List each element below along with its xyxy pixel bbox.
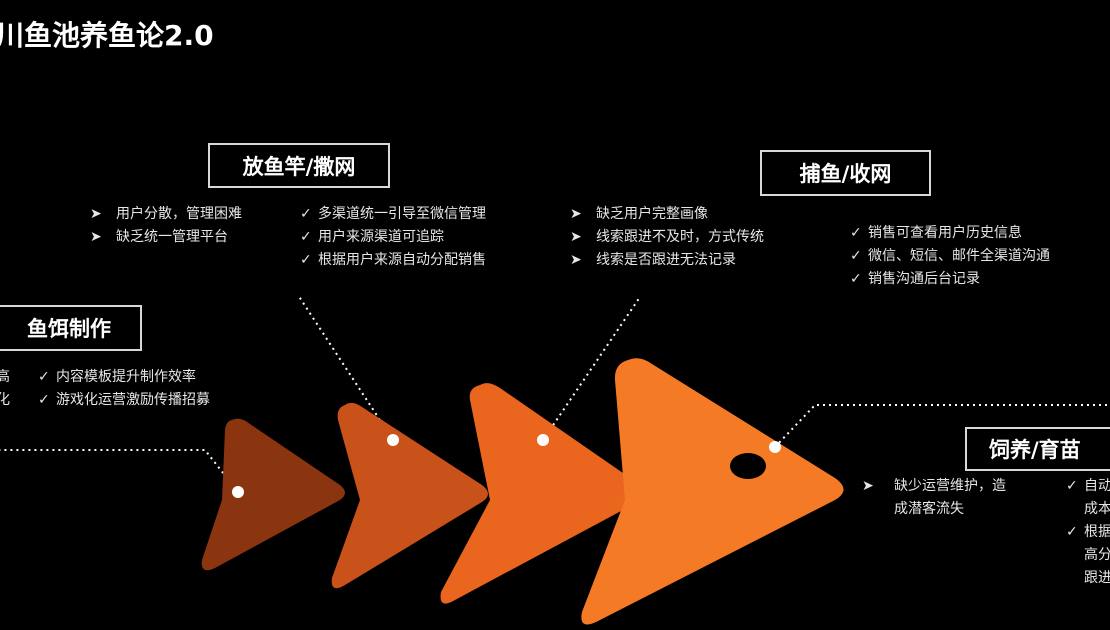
arrow-bullet-icon: ➤ [862,478,874,494]
arrow-bullet-icon: ➤ [570,229,582,245]
stage-label-cast: 放鱼竿/撒网 [208,143,390,188]
check-icon: ✓ [1066,478,1078,494]
solution-item: 根据用户来源自动分配销售 [318,252,486,268]
arrow-bullet-icon: ➤ [570,252,582,268]
solution-item: 根据 [1084,524,1110,540]
connector-1 [0,449,239,493]
check-icon: ✓ [850,271,862,287]
check-icon: ✓ [850,225,862,241]
stage-label-catch: 捕鱼/收网 [760,150,931,196]
check-icon: ✓ [38,392,50,408]
solution-item: 用户来源渠道可追踪 [318,229,444,245]
catch-problems: ➤ 缺乏用户完整画像 ➤ 线索跟进不及时，方式传统 ➤ 线索是否跟进无法记录 [570,203,764,272]
stage-label-bait: 鱼饵制作 [0,305,142,351]
dot-1 [232,486,244,498]
problem-item: 线索跟进不及时，方式传统 [596,229,764,245]
check-icon: ✓ [1066,524,1078,540]
check-icon: ✓ [300,229,312,245]
problem-item: 缺乏用户完整画像 [596,206,708,222]
chevron-stage-2 [331,402,488,589]
bait-problems: 高 化 [0,366,10,412]
fish-eye-icon [730,453,766,479]
problem-item: 化 [0,392,10,408]
stage-label-raise: 饲养/育苗 [965,427,1110,471]
solution-item: 销售沟通后台记录 [868,271,980,287]
chevron-stage-1 [201,418,345,571]
solution-item: 跟进 [1084,570,1110,586]
check-icon: ✓ [300,252,312,268]
dot-2 [387,434,399,446]
check-icon: ✓ [38,369,50,385]
problem-item: 高 [0,369,10,385]
arrow-bullet-icon: ➤ [90,206,102,222]
arrow-bullet-icon: ➤ [570,206,582,222]
problem-item: 线索是否跟进无法记录 [596,252,736,268]
cast-problems: ➤ 用户分散，管理困难 ➤ 缺乏统一管理平台 [90,203,242,249]
solution-item: 成本 [1084,501,1110,517]
connector-2 [297,294,394,441]
problem-item: 缺乏统一管理平台 [116,229,228,245]
solution-item: 高分 [1084,547,1110,563]
check-icon: ✓ [300,206,312,222]
check-icon: ✓ [850,248,862,264]
dot-4 [769,441,781,453]
solution-item: 内容模板提升制作效率 [56,369,196,385]
bait-solutions: ✓ 内容模板提升制作效率 ✓ 游戏化运营激励传播招募 [38,366,210,412]
connector-4 [774,404,1110,448]
solution-item: 多渠道统一引导至微信管理 [318,206,486,222]
arrow-bullet-icon: ➤ [90,229,102,245]
problem-item: 用户分散，管理困难 [116,206,242,222]
solution-item: 微信、短信、邮件全渠道沟通 [868,248,1050,264]
problem-item: 缺少运营维护，造 [894,478,1006,494]
chevron-stage-3 [440,383,643,604]
catch-solutions: ✓ 销售可查看用户历史信息 ✓ 微信、短信、邮件全渠道沟通 ✓ 销售沟通后台记录 [850,222,1050,291]
solution-item: 游戏化运营激励传播招募 [56,392,210,408]
slide-title: 川鱼池养鱼论2.0 [0,19,214,52]
solution-item: 自动 [1084,478,1110,494]
dot-3 [537,434,549,446]
problem-item: 成潜客流失 [894,501,964,517]
cast-solutions: ✓ 多渠道统一引导至微信管理 ✓ 用户来源渠道可追踪 ✓ 根据用户来源自动分配销售 [300,203,486,272]
chevron-stage-4 [581,358,844,625]
raise-solutions: ✓ 自动 成本 ✓ 根据 高分 跟进 [1066,475,1110,590]
raise-problems: ➤ 缺少运营维护，造 成潜客流失 [862,475,1006,521]
solution-item: 销售可查看用户历史信息 [868,225,1022,241]
